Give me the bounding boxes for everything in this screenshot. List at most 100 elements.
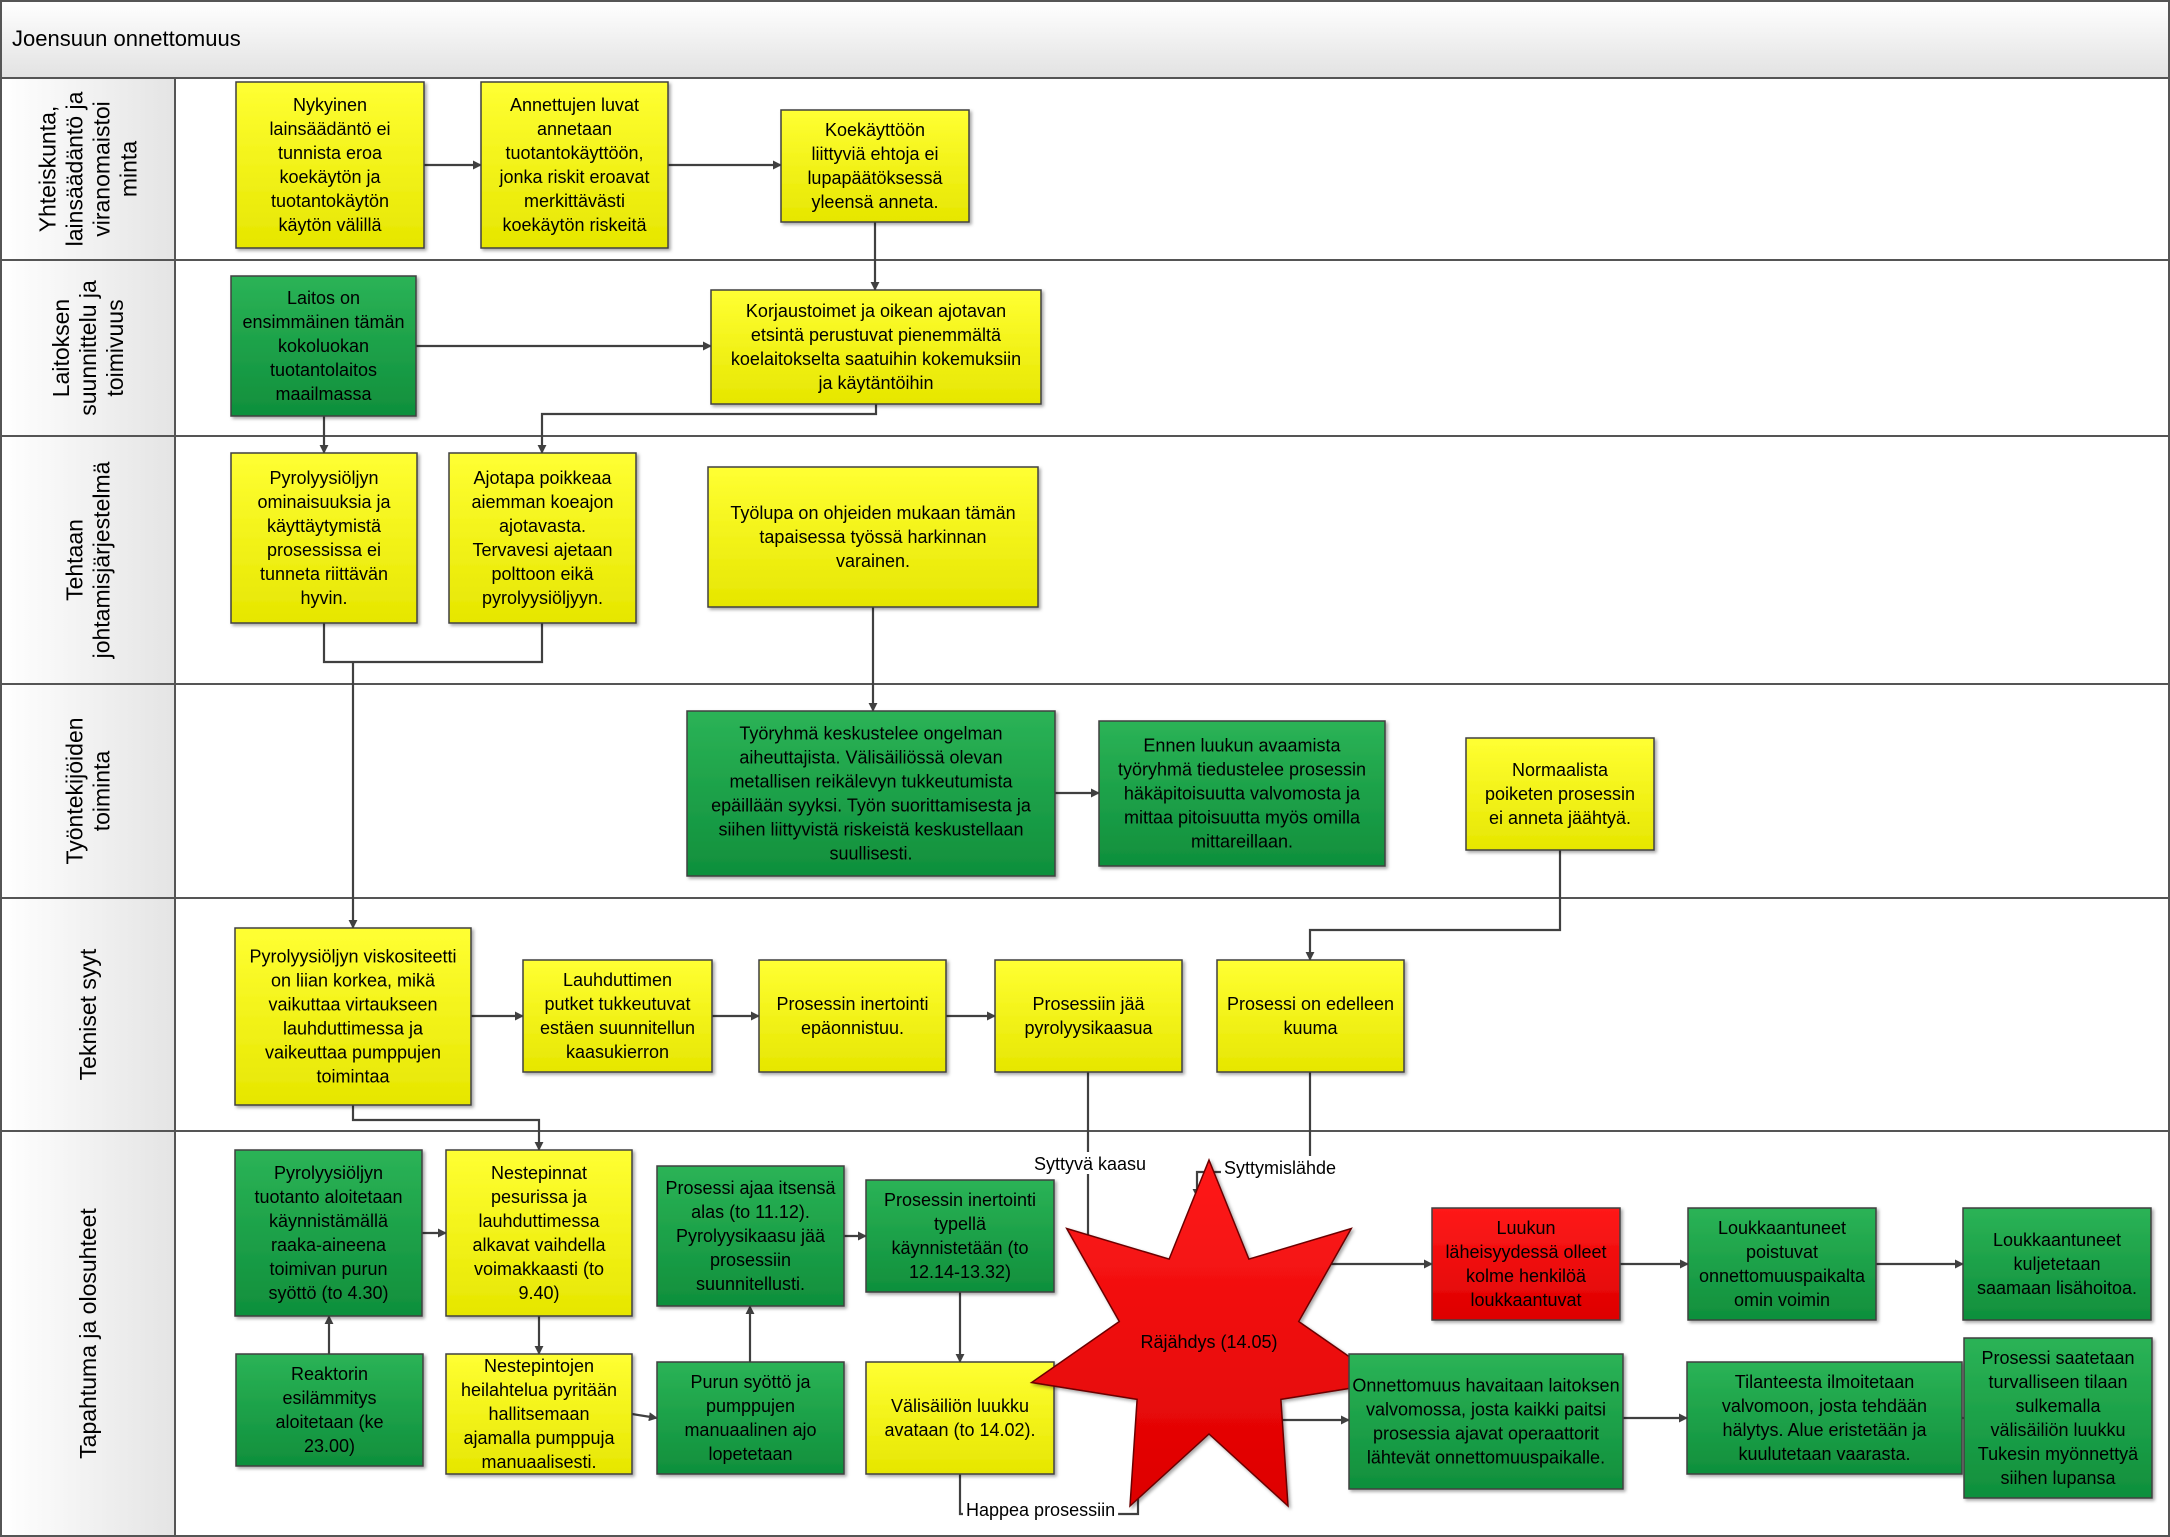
process-box-text-line: kokoluokan — [278, 336, 369, 356]
process-box-text-line: Lauhduttimen — [563, 970, 672, 990]
process-box-text-line: Annettujen luvat — [510, 95, 639, 115]
process-box-text-line: Välisäiliön luukku — [891, 1396, 1029, 1416]
process-box-text-line: kolme henkilöä — [1466, 1266, 1587, 1286]
process-box-text-line: liittyviä ehtoja ei — [811, 144, 938, 164]
process-box-text-line: Pyrolyysiöljyn viskositeetti — [249, 947, 456, 967]
process-box-text-line: merkittävästi — [524, 191, 625, 211]
process-box-text: Tilanteesta ilmoitetaan valvomoon, josta … — [1722, 1372, 1928, 1464]
process-box-text-line: ensimmäinen tämän — [242, 312, 404, 332]
process-box-text-line: Reaktorin — [291, 1364, 368, 1384]
swimlane-label: Yhteiskunta,lainsäädäntö javiranomaistoi… — [35, 91, 142, 246]
process-box-shape — [445, 1353, 633, 1475]
process-box-text-line: manuaalinen ajo — [684, 1420, 816, 1440]
process-box-text-line: tuotanto aloitetaan — [254, 1187, 402, 1207]
process-box-text-line: käyttäytymistä — [267, 516, 382, 536]
process-box-text-line: siihen liittyvistä riskeistä keskustella… — [718, 820, 1023, 840]
process-box-text-line: käytön välillä — [278, 215, 382, 235]
process-box-n5: Korjaustoimet ja oikean ajotavan etsintä … — [710, 289, 1042, 405]
process-box-text-line: yleensä anneta. — [811, 192, 938, 212]
process-box-text-line: jonka riskit eroavat — [498, 167, 649, 187]
process-box-text-line: koekäytön ja — [279, 167, 381, 187]
diagram-frame: Joensuun onnettomuus — [0, 0, 2170, 79]
process-box-text-line: ominaisuuksia ja — [257, 492, 391, 512]
process-box-text-line: valvomoon, josta tehdään — [1722, 1396, 1927, 1416]
process-box-shape — [234, 927, 472, 1106]
process-box-text-line: heilahtelua pyritään — [461, 1380, 617, 1400]
process-box-text-line: hälytys. Alue eristetään ja — [1722, 1420, 1927, 1440]
process-box-text-line: maailmassa — [275, 384, 372, 404]
process-box-text-line: lainsäädäntö ei — [269, 119, 390, 139]
process-box-text-line: Tervavesi ajetaan — [472, 540, 612, 560]
connector-label-text: Syttyvä kaasu — [1034, 1154, 1146, 1174]
process-box-text-line: lähtevät onnettomuuspaikalle. — [1367, 1448, 1605, 1468]
process-box-text-line: Korjaustoimet ja oikean ajotavan — [746, 301, 1006, 321]
process-box-text-line: välisäiliön luukku — [1990, 1420, 2125, 1440]
process-box-text-line: pyrolyysikaasua — [1024, 1018, 1153, 1038]
swimlane-label-line: lainsäädäntö ja — [62, 91, 88, 246]
process-box-text-line: metallisen reikälevyn tukkeutumista — [729, 772, 1013, 792]
process-box-shape — [686, 710, 1056, 877]
connector-line — [322, 623, 544, 664]
process-box-text-line: pyrolyysiöljyyn. — [482, 588, 603, 608]
process-box-text-line: suunnitellusti. — [696, 1274, 805, 1294]
process-box-shape — [1098, 720, 1386, 867]
swimlane-header — [0, 897, 176, 1132]
process-box-text-line: pesurissa ja — [491, 1187, 588, 1207]
process-box-shape — [448, 452, 637, 624]
swimlane-label-line: minta — [116, 141, 142, 197]
process-box-shape — [522, 959, 713, 1073]
process-box-text-line: tapaisessa työssä harkinnan — [759, 527, 986, 547]
process-box-text-line: polttoon eikä — [491, 564, 594, 584]
process-box-shape — [656, 1361, 845, 1475]
process-box-text-line: manuaalisesti. — [481, 1452, 596, 1472]
process-box-shape — [1465, 737, 1655, 851]
process-box-text-line: Laitos on — [287, 288, 360, 308]
process-box-text-line: ja käytäntöihin — [817, 373, 933, 393]
swimlane-label: Tekniset syyt — [75, 948, 101, 1080]
process-box-text-line: Tilanteesta ilmoitetaan — [1735, 1372, 1914, 1392]
process-box-text-line: ajotavasta. — [499, 516, 586, 536]
process-box-shape — [235, 81, 425, 249]
process-box-shape — [1686, 1361, 1963, 1475]
process-box-text-line: etsintä perustuvat pienemmältä — [751, 325, 1002, 345]
connector-arrow — [537, 404, 878, 454]
connector-label-l3: Happea prosessiin — [963, 1498, 1119, 1520]
process-box-text-line: onnettomuuspaikalta — [1699, 1266, 1866, 1286]
process-box-text-line: Prosessi ajaa itsensä — [665, 1178, 836, 1198]
process-box-text-line: aloitetaan (ke — [275, 1412, 383, 1432]
process-box-text-line: tuotantokäytön — [271, 191, 389, 211]
swimlane-label-line: toimivuus — [102, 299, 128, 396]
process-box-text-line: varainen. — [836, 551, 910, 571]
swimlane-label-line: Tekniset syyt — [75, 948, 101, 1080]
process-box-text-line: alkavat vaihdella — [472, 1235, 606, 1255]
process-box-text-line: annetaan — [537, 119, 612, 139]
process-box-n30: Tilanteesta ilmoitetaan valvomoon, josta … — [1686, 1361, 1963, 1475]
connector-label-text: Syttymislähde — [1224, 1158, 1336, 1178]
process-box-text-line: typellä — [934, 1214, 987, 1234]
process-box-text-line: Purun syöttö ja — [690, 1372, 811, 1392]
process-box-text-line: poistuvat — [1746, 1242, 1818, 1262]
diagram-title: Joensuun onnettomuus — [12, 26, 241, 51]
process-box-text-line: prosessiin — [710, 1250, 791, 1270]
process-box-shape — [230, 452, 418, 624]
connector-label-bg — [1221, 1156, 1340, 1178]
process-box-text-line: lauhduttimessa ja — [283, 1019, 424, 1039]
